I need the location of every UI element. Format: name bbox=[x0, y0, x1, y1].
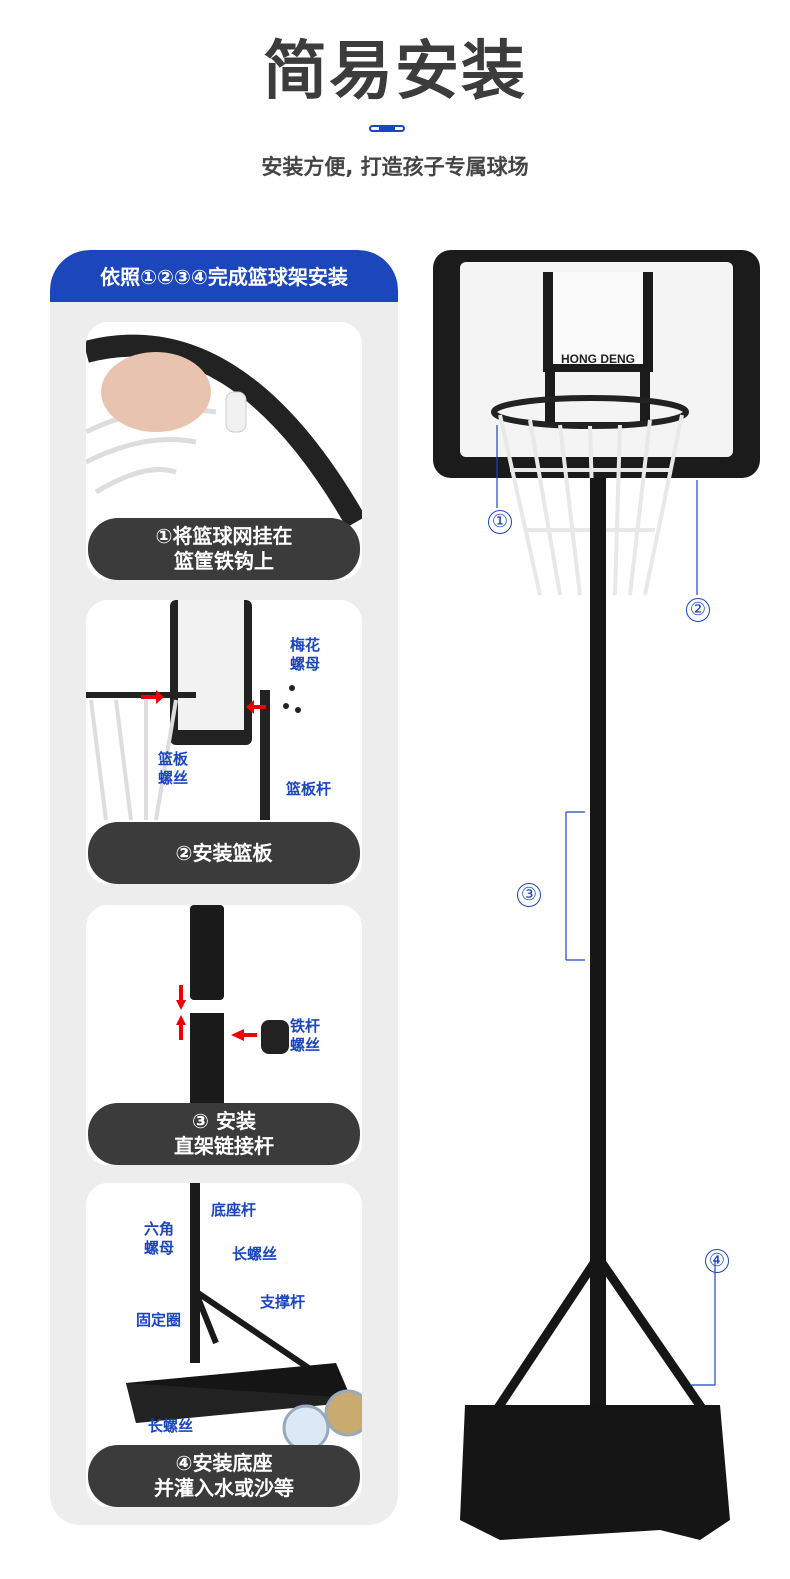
callout-4: ④ bbox=[705, 1249, 729, 1273]
install-steps-panel: 依照①②③④完成篮球架安装 ①将篮球网挂在 篮筐铁钩上 梅花螺母 篮板螺丝 篮板… bbox=[50, 250, 398, 1525]
callout-3: ③ bbox=[517, 883, 541, 907]
label-iron-screw: 铁杆螺丝 bbox=[290, 1017, 321, 1054]
label-hex-nut: 六角螺母 bbox=[144, 1220, 175, 1257]
board-logo: HONG DENG bbox=[561, 352, 635, 366]
label-board-screw: 篮板螺丝 bbox=[158, 750, 189, 787]
step-2-card: 梅花螺母 篮板螺丝 篮板杆 ②安装篮板 bbox=[86, 600, 362, 884]
label-plum-nut: 梅花螺母 bbox=[290, 636, 321, 673]
step-2-caption: ②安装篮板 bbox=[88, 822, 360, 884]
step-4-caption: ④安装底座 并灌入水或沙等 bbox=[88, 1445, 360, 1507]
label-long-screw-bottom: 长螺丝 bbox=[148, 1417, 194, 1435]
step-1-caption: ①将篮球网挂在 篮筐铁钩上 bbox=[88, 518, 360, 580]
base-install-photo bbox=[126, 1183, 362, 1452]
step-4-card: 底座杆 六角螺母 长螺丝 支撑杆 固定圈 长螺丝 ④安装底座 并灌入水或沙等 bbox=[86, 1183, 362, 1507]
step-3-caption: ③ 安装 直架链接杆 bbox=[88, 1103, 360, 1165]
step-3-card: 铁杆螺丝 ③ 安装 直架链接杆 bbox=[86, 905, 362, 1165]
net-hook-photo bbox=[86, 334, 362, 528]
label-board-pole: 篮板杆 bbox=[286, 780, 332, 798]
label-fixing-ring: 固定圈 bbox=[136, 1311, 182, 1329]
pole-connect-photo bbox=[176, 905, 289, 1113]
callout-2: ② bbox=[686, 598, 710, 622]
callout-1: ① bbox=[488, 510, 512, 534]
basketball-stand-product: HONG DENG bbox=[433, 250, 760, 1540]
label-long-screw-top: 长螺丝 bbox=[232, 1245, 278, 1263]
label-base-pole: 底座杆 bbox=[211, 1201, 257, 1219]
page-title: 简易安装 bbox=[263, 35, 527, 109]
page-subtitle: 安装方便, 打造孩子专属球场 bbox=[261, 155, 529, 179]
panel-title: 依照①②③④完成篮球架安装 bbox=[50, 250, 398, 302]
title-divider bbox=[369, 125, 405, 132]
backboard-install-photo bbox=[86, 600, 301, 821]
step-1-card: ①将篮球网挂在 篮筐铁钩上 bbox=[86, 322, 362, 580]
label-support-pole: 支撑杆 bbox=[260, 1293, 306, 1311]
